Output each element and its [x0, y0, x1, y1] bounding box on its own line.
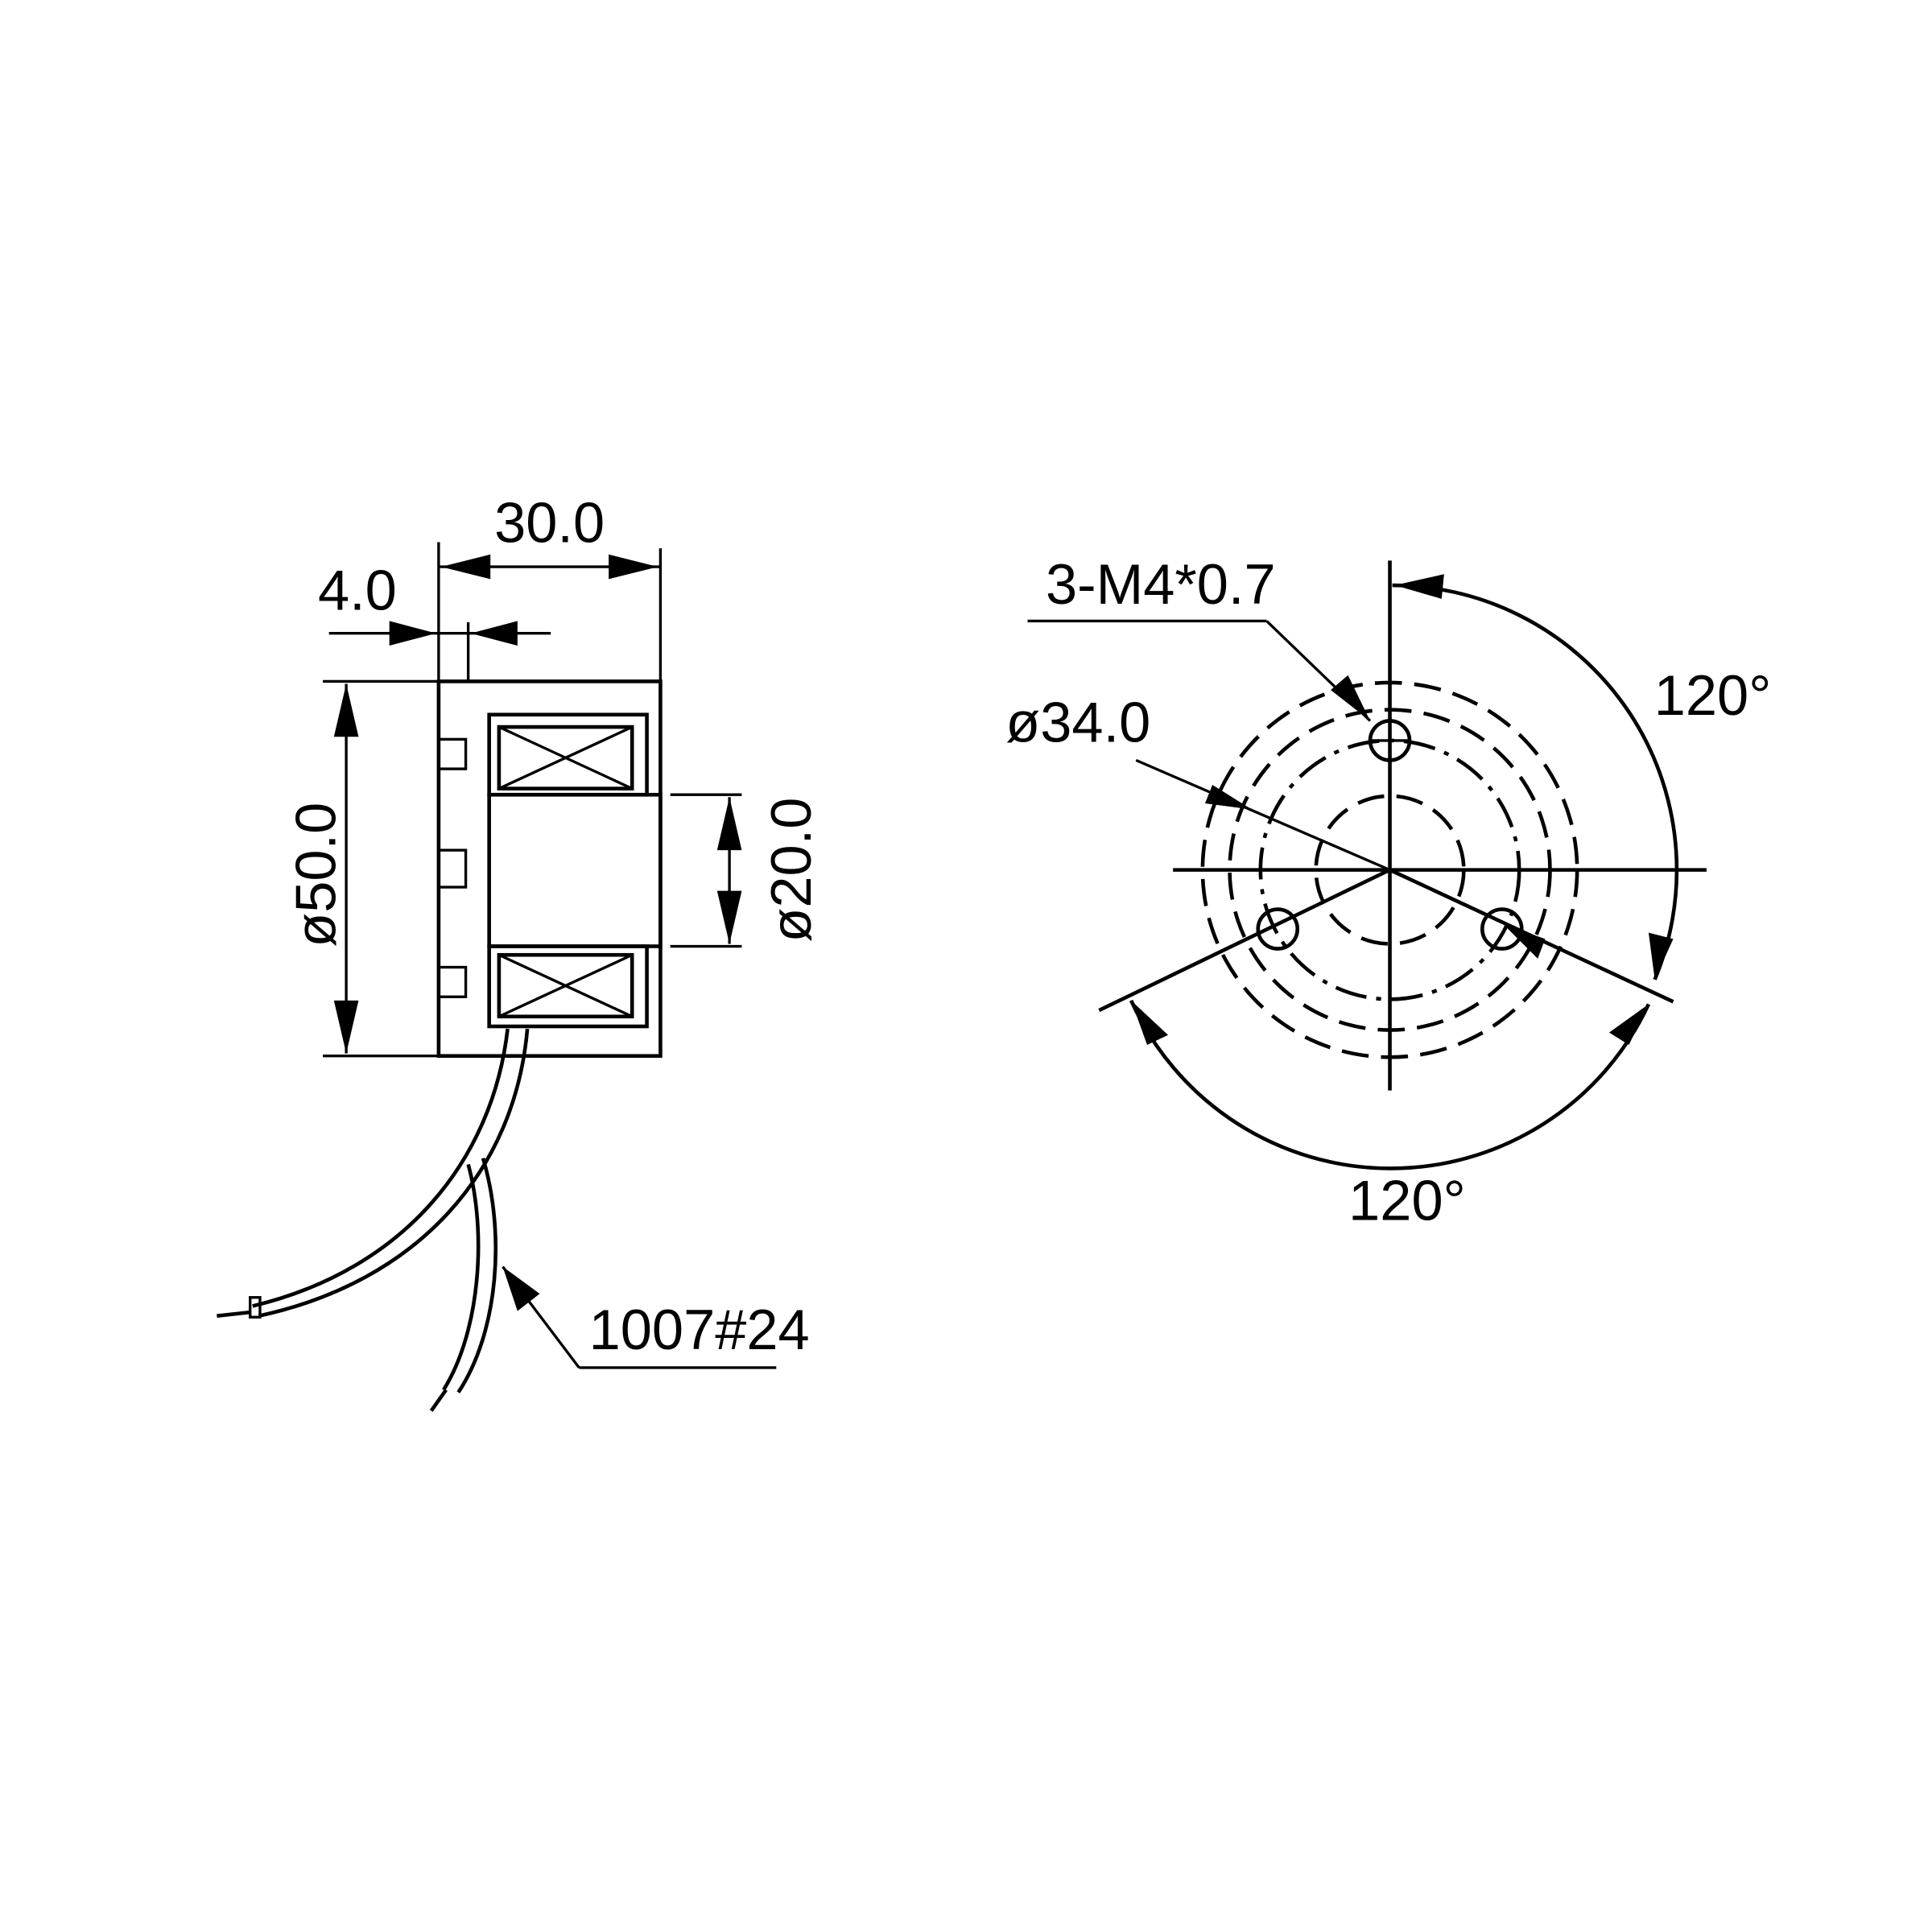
flange-label: 4.0 [318, 559, 397, 622]
second-circle [1228, 708, 1552, 1032]
angle-top-label: 120° [1654, 663, 1772, 727]
dimension-inner-diameter: ø20.0 [670, 793, 823, 948]
lead-wires [217, 1028, 530, 1412]
dimension-length: 30.0 [437, 490, 663, 682]
inner-circle [1314, 794, 1466, 946]
dimension-outer-diameter: ø50.0 [283, 679, 439, 1058]
angle-dimension-bottom: 120° [1129, 999, 1651, 1232]
bolt-circle-dimension: ø34.0 [1005, 690, 1546, 959]
length-label: 30.0 [494, 490, 605, 554]
thread-callout: 3-M4*0.7 [1027, 552, 1372, 722]
angle-dimension-top: 120° [1392, 574, 1772, 980]
dimension-flange: 4.0 [318, 559, 551, 682]
side-view: 30.0 4.0 ø50.0 ø20.0 [217, 490, 823, 1412]
angle-bottom-label: 120° [1348, 1168, 1466, 1232]
bolt-holes [1256, 719, 1524, 951]
outer-diameter-label: ø50.0 [283, 803, 347, 947]
wire-leader: 1007#24 [502, 1265, 810, 1369]
front-view: ø34.0 3-M4*0.7 120° 120° [1005, 552, 1771, 1232]
bolt-circle-label: ø34.0 [1005, 690, 1150, 753]
outer-circle [1200, 680, 1579, 1059]
wire-label: 1007#24 [589, 1298, 810, 1361]
housing-section [436, 679, 663, 1059]
inner-diameter-label: ø20.0 [759, 798, 823, 943]
thread-label: 3-M4*0.7 [1046, 552, 1276, 616]
